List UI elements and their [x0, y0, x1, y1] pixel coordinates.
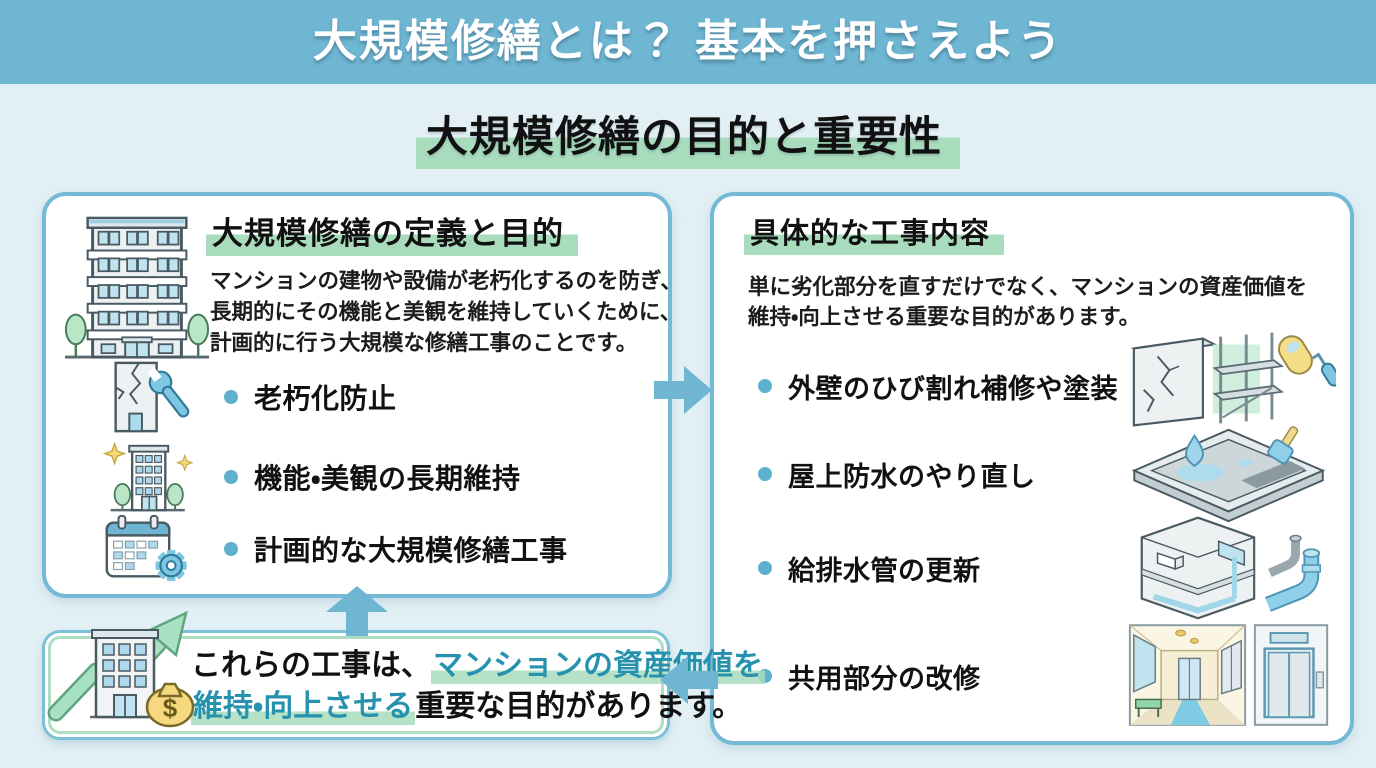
bullet-label: 外壁のひび割れ補修や塗装: [788, 373, 1118, 404]
svg-text:$: $: [163, 693, 178, 723]
description-line: 計画的に行う大規模な修繕工事のことです。: [210, 331, 638, 355]
cracked-building-wrench-icon: [94, 358, 202, 436]
list-item: 計画的な大規模修繕工事: [94, 510, 568, 588]
conclusion-text-highlight: 維持・向上させる: [191, 690, 416, 725]
rooftop-waterproofing-icon: [1124, 424, 1334, 526]
asset-value-growth-icon: $: [46, 606, 198, 736]
list-item: 機能・美観の長期維持: [94, 438, 521, 516]
bullet-label: 老朽化防止: [254, 383, 397, 414]
bullet-label: 共用部分の改修: [788, 663, 981, 694]
list-item: 共用部分の改修: [752, 654, 981, 698]
conclusion-text-black: これらの工事は、: [191, 649, 431, 682]
description-line: 長期的にその機能と美観を維持していくために、: [210, 300, 682, 324]
list-item: 老朽化防止: [94, 358, 397, 436]
calendar-gear-icon: [94, 510, 202, 588]
works-heading: 具体的な工事内容: [744, 210, 1005, 255]
bullet-label: 屋上防水のやり直し: [788, 461, 1036, 492]
bullet-label: 機能・美観の長期維持: [254, 463, 521, 494]
building-pipes-icon: [1124, 508, 1336, 626]
bullet-label: 給排水管の更新: [788, 555, 981, 586]
apartment-building-icon: [62, 210, 212, 364]
arrow-left-icon: [658, 650, 718, 710]
header-banner: 大規模修繕とは？ 基本を押さえよう: [0, 0, 1376, 84]
bullet-dot-icon: [758, 379, 772, 393]
arrow-up-icon: [326, 586, 388, 636]
works-description: 単に劣化部分を直すだけでなく、マンションの資産価値を 維持・向上させる重要な目的…: [748, 272, 1307, 332]
description-line: 単に劣化部分を直すだけでなく、マンションの資産価値を: [748, 275, 1308, 299]
section-title: 大規模修繕の目的と重要性: [415, 103, 960, 169]
list-item: 外壁のひび割れ補修や塗装: [752, 364, 1118, 408]
bullet-dot-icon: [224, 390, 238, 404]
bullet-dot-icon: [224, 542, 238, 556]
arrow-right-icon: [654, 360, 714, 420]
list-item: 給排水管の更新: [752, 546, 981, 590]
bullet-dot-icon: [224, 470, 238, 484]
bullet-dot-icon: [758, 561, 772, 575]
section-title-wrap: 大規模修繕の目的と重要性: [0, 103, 1376, 169]
page-title: 大規模修繕とは？ 基本を押さえよう: [312, 17, 1064, 66]
cracked-wall-scaffold-roller-icon: [1124, 324, 1342, 436]
bullet-label: 計画的な大規模修繕工事: [254, 535, 568, 566]
description-line: 維持・向上させる重要な目的があります。: [748, 305, 1141, 329]
description-line: マンションの建物や設備が老朽化するのを防ぎ、: [210, 269, 682, 293]
conclusion-card-inner-border: [48, 636, 664, 734]
list-item: 屋上防水のやり直し: [752, 452, 1036, 496]
definition-description: マンションの建物や設備が老朽化するのを防ぎ、 長期的にその機能と美観を維持してい…: [210, 266, 682, 359]
bullet-dot-icon: [758, 467, 772, 481]
definition-heading: 大規模修繕の定義と目的: [206, 208, 578, 256]
sparkling-building-icon: [94, 438, 202, 516]
works-card: 具体的な工事内容 単に劣化部分を直すだけでなく、マンションの資産価値を 維持・向…: [710, 192, 1354, 745]
definition-card: 大規模修繕の定義と目的 マンションの建物や設備が老朽化するのを防ぎ、 長期的にそ…: [42, 192, 682, 598]
corridor-elevator-icon: [1124, 620, 1334, 732]
